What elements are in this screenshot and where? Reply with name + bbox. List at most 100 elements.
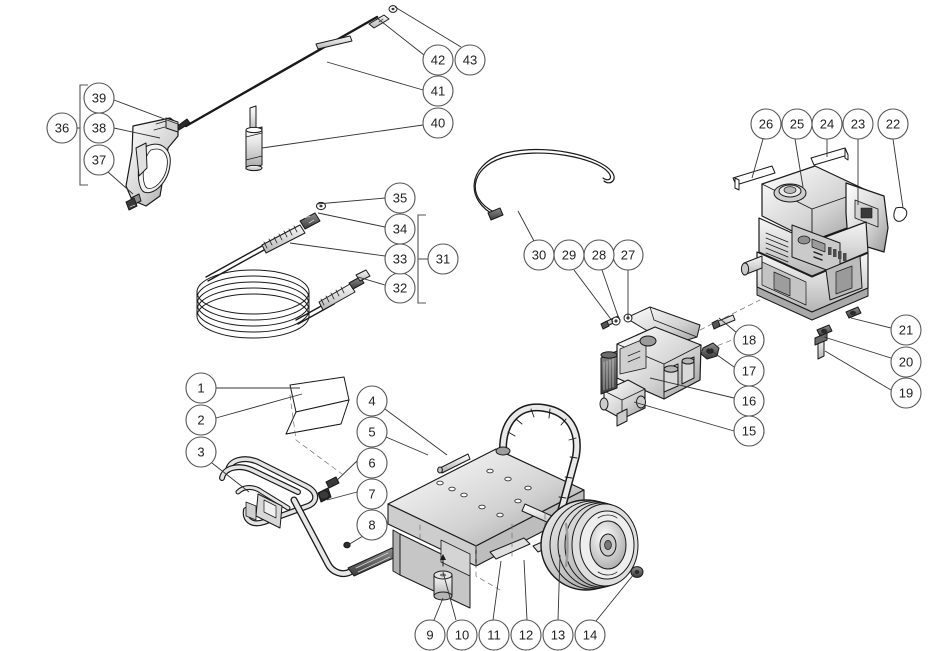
callout-circle-43[interactable] xyxy=(454,44,486,76)
leader-line-20 xyxy=(823,336,892,359)
callout-6[interactable]: 6 xyxy=(356,447,388,479)
callout-27[interactable]: 27 xyxy=(612,239,644,271)
callout-circle-19[interactable] xyxy=(890,377,922,409)
callout-20[interactable]: 20 xyxy=(890,346,922,378)
callout-8[interactable]: 8 xyxy=(356,509,388,541)
callout-23[interactable]: 23 xyxy=(842,108,874,140)
leader-line-11 xyxy=(492,560,502,621)
callout-5[interactable]: 5 xyxy=(356,416,388,448)
callout-22[interactable]: 22 xyxy=(877,108,909,140)
callout-29[interactable]: 29 xyxy=(553,239,585,271)
callout-label-19: 19 xyxy=(899,386,913,401)
callout-41[interactable]: 41 xyxy=(422,75,454,107)
callout-circle-39[interactable] xyxy=(83,82,115,114)
callout-3[interactable]: 3 xyxy=(185,436,217,468)
callout-circle-18[interactable] xyxy=(733,324,765,356)
callout-circle-2[interactable] xyxy=(185,404,217,436)
callout-43[interactable]: 43 xyxy=(454,44,486,76)
callout-circle-9[interactable] xyxy=(414,619,446,651)
callout-11[interactable]: 11 xyxy=(478,619,510,651)
leader-line-13 xyxy=(557,554,561,621)
leader-line-32 xyxy=(357,276,386,286)
callout-32[interactable]: 32 xyxy=(384,272,416,304)
callout-circle-10[interactable] xyxy=(446,619,478,651)
callout-36[interactable]: 36 xyxy=(46,112,78,144)
callout-25[interactable]: 25 xyxy=(781,108,813,140)
callout-14[interactable]: 14 xyxy=(574,619,606,651)
callout-1[interactable]: 1 xyxy=(185,372,217,404)
leader-line-8 xyxy=(347,535,364,546)
callout-circle-23[interactable] xyxy=(842,108,874,140)
callout-circle-31[interactable] xyxy=(427,243,459,275)
callout-21[interactable]: 21 xyxy=(890,314,922,346)
callout-circle-11[interactable] xyxy=(478,619,510,651)
callout-19[interactable]: 19 xyxy=(890,377,922,409)
callout-circle-22[interactable] xyxy=(877,108,909,140)
callout-circle-34[interactable] xyxy=(384,213,416,245)
callout-18[interactable]: 18 xyxy=(733,324,765,356)
callout-4[interactable]: 4 xyxy=(356,385,388,417)
callout-circle-6[interactable] xyxy=(356,447,388,479)
callout-9[interactable]: 9 xyxy=(414,619,446,651)
callout-40[interactable]: 40 xyxy=(422,107,454,139)
callout-15[interactable]: 15 xyxy=(733,415,765,447)
callout-circle-26[interactable] xyxy=(750,108,782,140)
callout-circle-25[interactable] xyxy=(781,108,813,140)
callout-circle-37[interactable] xyxy=(83,144,115,176)
callout-33[interactable]: 33 xyxy=(384,243,416,275)
callout-circle-20[interactable] xyxy=(890,346,922,378)
callout-35[interactable]: 35 xyxy=(384,182,416,214)
callout-circle-13[interactable] xyxy=(542,619,574,651)
callout-circle-4[interactable] xyxy=(356,385,388,417)
leader-line-38 xyxy=(113,127,161,139)
leader-line-15 xyxy=(633,401,735,432)
callout-label-43: 43 xyxy=(463,53,477,68)
callout-label-11: 11 xyxy=(487,628,501,643)
callout-42[interactable]: 42 xyxy=(422,44,454,76)
callout-28[interactable]: 28 xyxy=(583,239,615,271)
callout-39[interactable]: 39 xyxy=(83,82,115,114)
callout-circle-8[interactable] xyxy=(356,509,388,541)
callout-34[interactable]: 34 xyxy=(384,213,416,245)
callout-13[interactable]: 13 xyxy=(542,619,574,651)
leader-line-35 xyxy=(316,197,386,205)
callout-2[interactable]: 2 xyxy=(185,404,217,436)
leader-line-22 xyxy=(892,138,904,209)
callout-label-8: 8 xyxy=(368,518,375,533)
callout-circle-3[interactable] xyxy=(185,436,217,468)
callout-38[interactable]: 38 xyxy=(83,112,115,144)
callout-label-33: 33 xyxy=(393,252,407,267)
callout-24[interactable]: 24 xyxy=(811,108,843,140)
callout-7[interactable]: 7 xyxy=(356,478,388,510)
callout-circle-1[interactable] xyxy=(185,372,217,404)
callout-circle-5[interactable] xyxy=(356,416,388,448)
leader-line-21 xyxy=(850,317,892,329)
callout-26[interactable]: 26 xyxy=(750,108,782,140)
callout-10[interactable]: 10 xyxy=(446,619,478,651)
callout-circle-12[interactable] xyxy=(510,619,542,651)
wheel-part xyxy=(540,499,639,591)
callout-circle-7[interactable] xyxy=(356,478,388,510)
callout-16[interactable]: 16 xyxy=(733,385,765,417)
leader-line-34 xyxy=(317,212,386,228)
callout-31[interactable]: 31 xyxy=(427,243,459,275)
callout-circle-35[interactable] xyxy=(384,182,416,214)
callout-circle-41[interactable] xyxy=(422,75,454,107)
callout-circle-14[interactable] xyxy=(574,619,606,651)
leader-line-12 xyxy=(523,559,528,621)
leader-line-41 xyxy=(326,61,424,91)
callout-circle-30[interactable] xyxy=(523,239,555,271)
callout-17[interactable]: 17 xyxy=(733,355,765,387)
callout-12[interactable]: 12 xyxy=(510,619,542,651)
callout-label-38: 38 xyxy=(92,121,106,136)
callout-37[interactable]: 37 xyxy=(83,144,115,176)
callout-30[interactable]: 30 xyxy=(523,239,555,271)
callout-circle-42[interactable] xyxy=(422,44,454,76)
callout-circle-40[interactable] xyxy=(422,107,454,139)
callout-circle-21[interactable] xyxy=(890,314,922,346)
callout-label-31: 31 xyxy=(436,252,450,267)
callout-circle-36[interactable] xyxy=(46,112,78,144)
callout-circle-17[interactable] xyxy=(733,355,765,387)
